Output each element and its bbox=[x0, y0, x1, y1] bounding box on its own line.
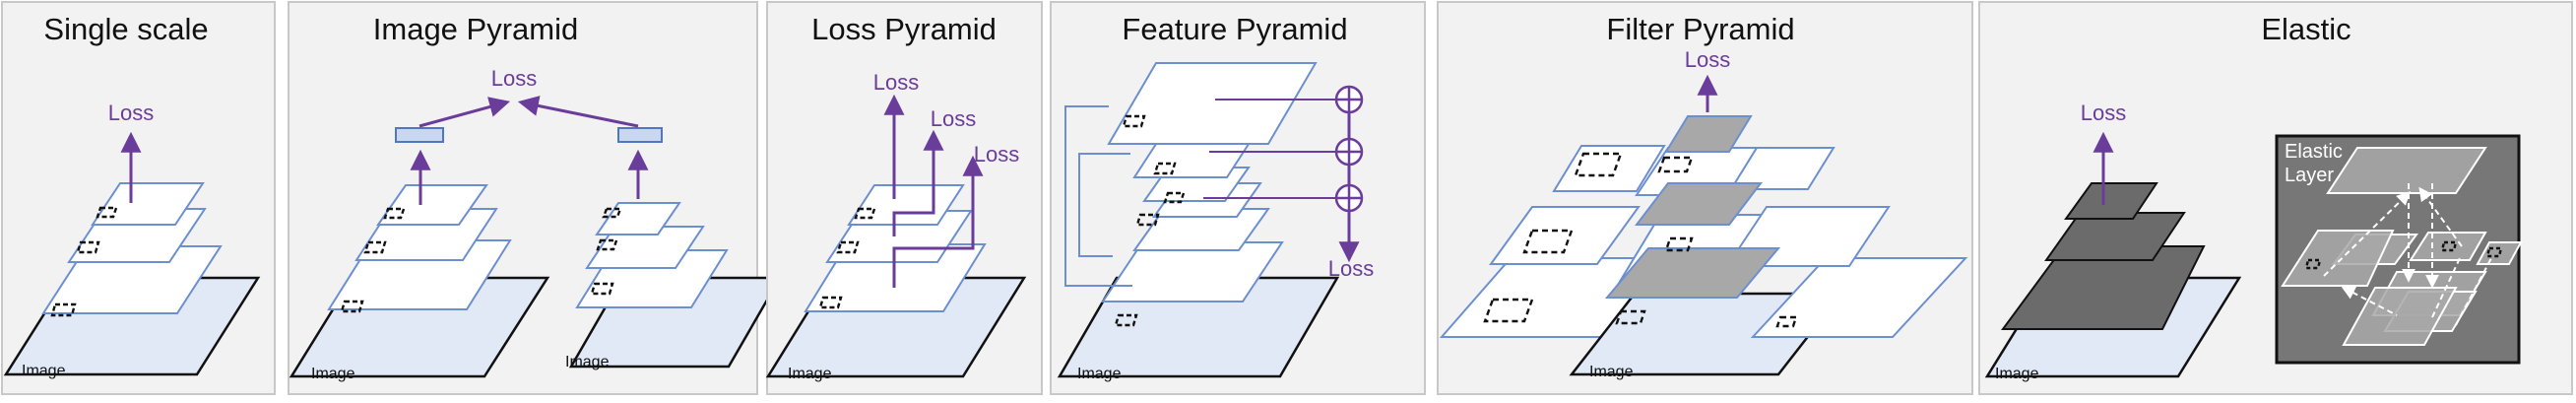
loss-arrow bbox=[419, 97, 511, 128]
elastic-layer bbox=[2044, 212, 2186, 261]
detection-box bbox=[1114, 114, 1186, 327]
detection-box bbox=[818, 207, 876, 309]
plus-icon bbox=[1334, 183, 1364, 213]
loss-label: Loss bbox=[1328, 256, 1374, 281]
skip-connection bbox=[1064, 105, 1132, 287]
feature-layer bbox=[1489, 206, 1641, 265]
image-label: Image bbox=[311, 366, 355, 382]
detection-box bbox=[50, 206, 118, 317]
feature-layer bbox=[1107, 62, 1318, 145]
loss-label: Loss bbox=[1685, 47, 1730, 72]
inset-label: Elastic bbox=[2285, 141, 2343, 163]
plus-icon bbox=[1334, 137, 1364, 167]
loss-arrow bbox=[892, 129, 944, 236]
loss-label: Loss bbox=[2081, 101, 2126, 125]
feature-layer bbox=[1552, 145, 1666, 192]
skip-connection bbox=[1078, 153, 1113, 257]
detection-box bbox=[1483, 152, 1798, 328]
loss-label: Loss bbox=[931, 106, 976, 131]
image-label: Image bbox=[788, 366, 832, 382]
selected-layer bbox=[1634, 182, 1764, 226]
image-label: Image bbox=[22, 363, 66, 379]
feature-layer bbox=[595, 202, 681, 235]
panel-title: Filter Pyramid bbox=[1606, 12, 1794, 46]
loss-label: Loss bbox=[108, 101, 154, 125]
pooled-feature-box bbox=[617, 127, 663, 143]
loss-arrow bbox=[517, 96, 639, 128]
detection-box bbox=[2304, 240, 2503, 270]
feature-layer bbox=[585, 226, 705, 269]
elastic-layer bbox=[2064, 182, 2158, 220]
detection-box bbox=[340, 207, 622, 313]
selected-layer bbox=[1604, 247, 1781, 299]
plus-icon bbox=[1334, 85, 1364, 114]
selected-layer bbox=[1664, 115, 1753, 153]
second-image-label: Image bbox=[565, 354, 610, 370]
loss-label: Loss bbox=[974, 142, 1019, 167]
loss-arrow bbox=[892, 155, 984, 288]
feature-layer bbox=[1729, 147, 1835, 190]
panel-title: Elastic bbox=[2261, 12, 2351, 46]
panel-title: Loss Pyramid bbox=[811, 12, 997, 46]
loss-label: Loss bbox=[873, 70, 919, 95]
inset-connections bbox=[2323, 183, 2492, 326]
panel-image-pyramid: Image Pyramid Image Image Loss bbox=[288, 1, 783, 395]
feature-layer bbox=[91, 182, 205, 226]
panel-title: Image Pyramid bbox=[373, 12, 578, 46]
pooled-feature-box bbox=[395, 127, 444, 143]
image-label: Image bbox=[1589, 364, 1634, 380]
panel-title: Single scale bbox=[43, 12, 208, 46]
panel-single-scale: Single scale Image Loss bbox=[1, 1, 276, 395]
panel-loss-pyramid: Loss Pyramid Image Loss Loss Loss bbox=[765, 1, 1043, 395]
panel-elastic: Elastic Image Loss Elastic Layer bbox=[1978, 1, 2573, 395]
feature-layer bbox=[1750, 257, 1968, 338]
panel-title: Feature Pyramid bbox=[1122, 12, 1347, 46]
loss-label: Loss bbox=[491, 66, 537, 91]
panel-filter-pyramid: Filter Pyramid Image Loss bbox=[1437, 1, 1973, 395]
inset-label: Layer bbox=[2285, 165, 2334, 186]
image-label: Image bbox=[1995, 366, 2039, 382]
image-label: Image bbox=[1077, 366, 1122, 382]
panel-feature-pyramid: Feature Pyramid Image bbox=[1050, 1, 1426, 395]
